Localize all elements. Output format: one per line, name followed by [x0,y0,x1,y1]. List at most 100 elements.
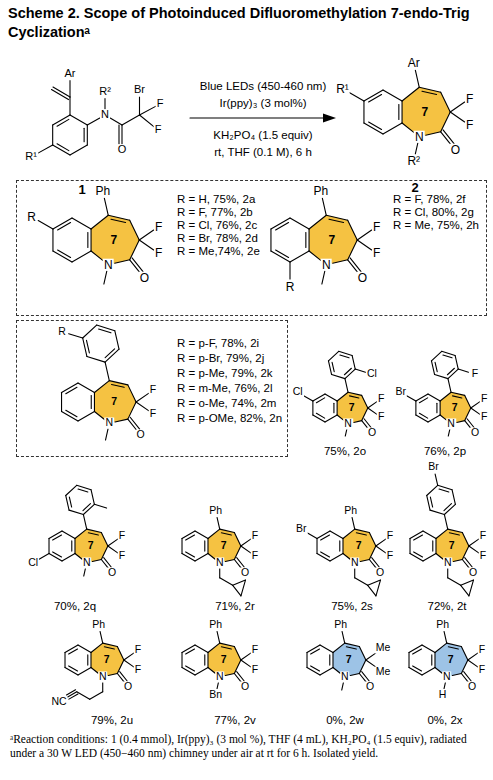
bond-line [435,643,447,652]
methyl-line [104,271,107,284]
bond-line [469,546,479,553]
bond-line [441,92,451,112]
double-bond-line [104,558,111,567]
atom-label: Ph [343,506,358,517]
double-bond-line [430,497,432,507]
bond-line [451,392,465,395]
double-bond-line [111,219,126,222]
atom-label: F [251,664,259,675]
bond-line [182,531,195,539]
double-bond-line [311,666,320,671]
bond-line [342,539,343,554]
bond-line [333,260,348,263]
bond-line [139,240,153,250]
bond-line [426,132,441,135]
double-bond-line [436,403,437,413]
bond-line [409,539,410,554]
substituent-entry: R = o-Me, 74%, 2m [177,397,276,410]
bond-line [450,112,464,122]
bond-line [461,646,468,660]
double-bond-line [69,694,78,699]
substituent-entry: R = p-Br, 79%, 2j [177,352,264,365]
bond-line [363,101,364,123]
double-bond-line [435,362,437,371]
bond-line [217,682,218,688]
double-bond-line [432,541,433,551]
double-bond-line [369,95,382,102]
ring-highlight [309,215,357,264]
bond-line [471,408,480,414]
ring-size-label: 7 [345,654,353,665]
bond-line [355,578,368,586]
bond-line [94,412,104,420]
bond-line [431,351,441,361]
bond-line [313,394,325,401]
double-bond-line [364,419,371,428]
bond-line [304,396,313,401]
bond-line [105,362,109,381]
ring-size-label: 7 [110,234,119,247]
atom-label: F [386,531,394,542]
atom-label: NC [50,697,67,708]
bond-line [468,660,478,667]
double-bond-line [464,672,471,681]
atom-label: Cl [292,387,304,398]
atom-label: F [465,119,474,132]
bond-line [422,668,435,676]
bond-line [83,325,97,338]
bond-line [195,554,208,562]
bond-line [220,643,235,646]
ring-size-label: 7 [87,540,95,551]
bond-line [117,646,124,660]
bond-line [468,653,478,660]
bond-line [68,692,77,697]
atom-label: F [154,124,163,136]
bond-line [447,569,448,578]
double-bond-line [69,497,71,507]
substituent-entry: R = Me, 75%, 2h [393,219,479,232]
bond-line [416,415,428,422]
bond-line [316,539,317,554]
double-bond-line [204,541,205,551]
bond-line [330,554,343,562]
bond-line [369,546,376,560]
bond-line [65,668,78,676]
bond-line [447,643,462,646]
bond-line [325,394,337,401]
double-bond-line [87,655,88,665]
bond-line [241,546,251,553]
bond-line [440,401,441,415]
compound-number: 2 [410,181,419,195]
atom-label: F [118,550,126,561]
atom-label: F [480,393,488,404]
bond-line [182,554,195,562]
bond-line [225,560,234,562]
bond-line [234,532,241,546]
bond-line [309,251,321,261]
atom-label: R [285,281,296,294]
bond-line [87,357,105,363]
bond-line [458,369,468,372]
bond-line [402,123,414,133]
bond-line [359,646,366,660]
bond-line [69,334,83,338]
atom-label: O [375,567,385,578]
atom-label: Ph [208,620,223,631]
bond-line [108,539,118,546]
bond-line [87,118,99,125]
ring-size-label: 7 [103,654,111,665]
bond-line [352,355,355,369]
bond-line [462,532,469,546]
bond-line [434,653,435,668]
bond-line [422,645,435,653]
atom-label: N [100,109,110,121]
atom-label: Ph [94,185,111,198]
bond-line [309,215,326,229]
bond-line [91,490,94,505]
arrow-head [323,114,336,123]
bond-line [124,660,134,667]
ring-size-label: 7 [451,402,459,413]
condition-text: rt, THF (0.1 M), 6 h [213,146,313,158]
bond-line [410,554,423,562]
